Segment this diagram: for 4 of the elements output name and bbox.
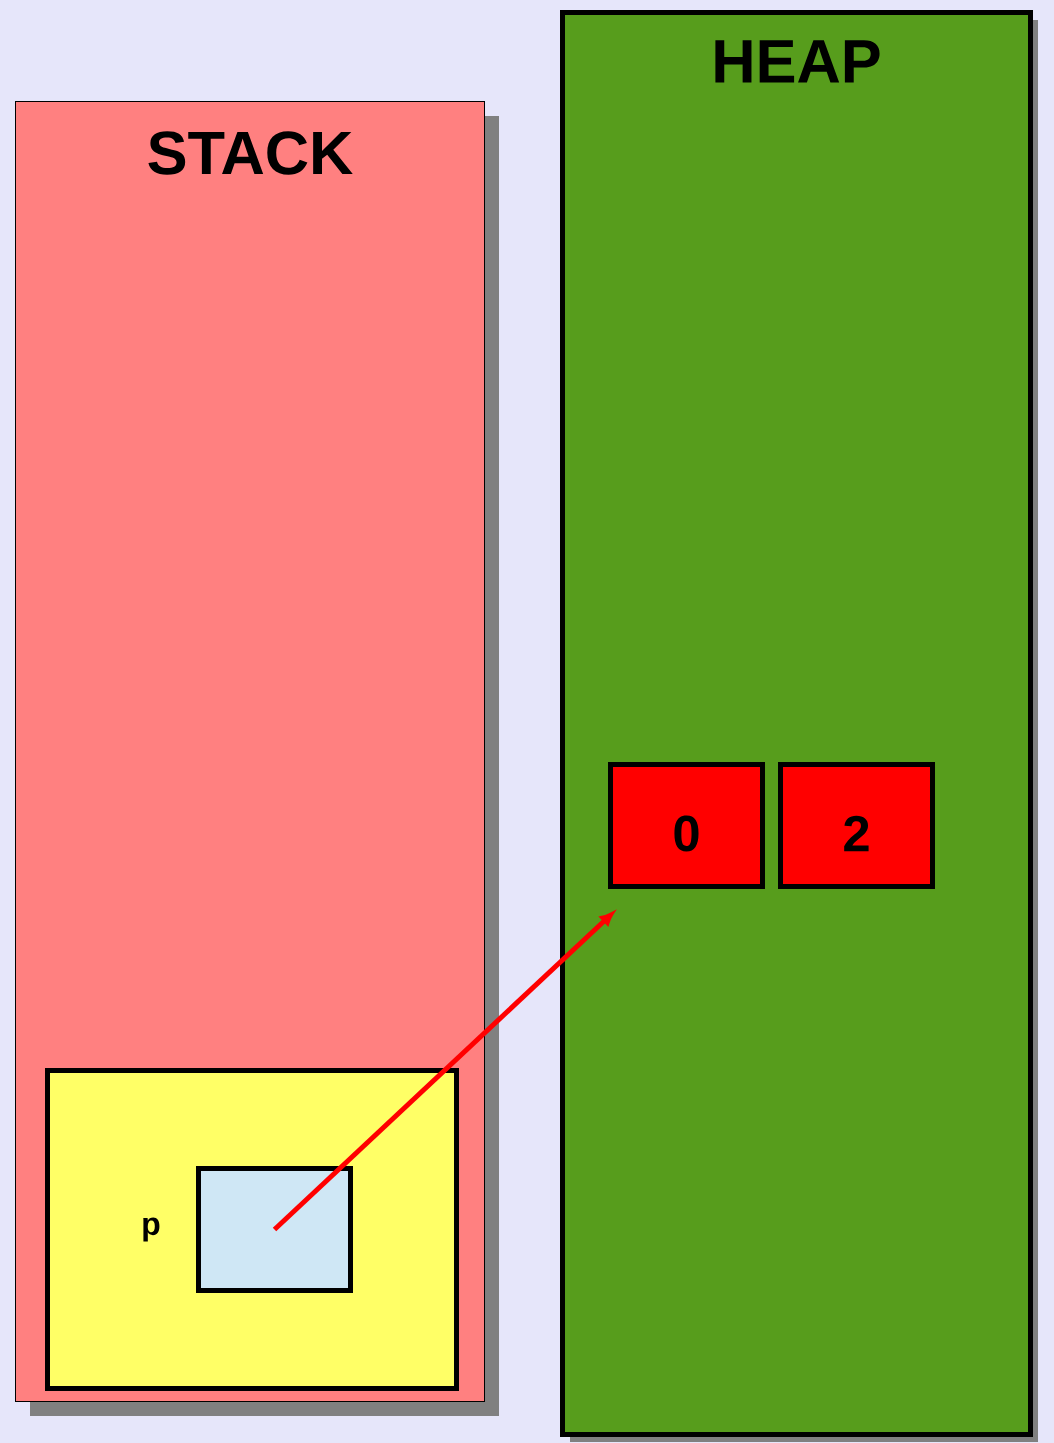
array-cell: 2 — [778, 762, 935, 889]
variable-name: p — [143, 1217, 160, 1242]
array-cell: 0 — [608, 762, 765, 889]
pointer-box — [196, 1166, 353, 1293]
